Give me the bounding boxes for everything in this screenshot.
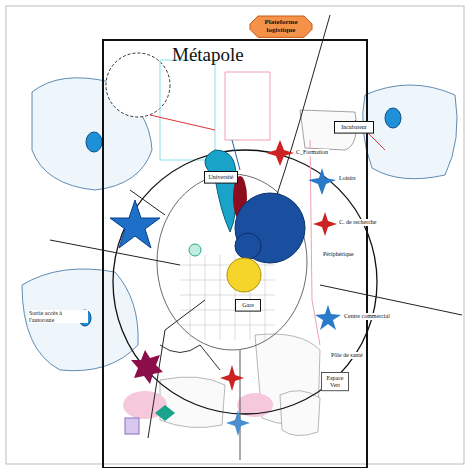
place-label: Pôle de santé	[330, 352, 364, 359]
frame	[6, 6, 464, 464]
label-box: Espace Vert	[321, 372, 349, 391]
zone	[280, 391, 320, 436]
node-text: Incubateur	[336, 124, 372, 131]
title: Métapole	[172, 44, 244, 66]
red-star	[266, 140, 294, 166]
place-label: Centre commercial	[343, 313, 391, 320]
red-star	[220, 365, 244, 391]
blue-circle	[235, 193, 305, 263]
district	[22, 269, 138, 371]
metapole-frame	[103, 40, 367, 468]
blue-star	[308, 168, 336, 195]
place-label: C_Formation	[295, 149, 329, 156]
blue-star	[226, 410, 250, 436]
label-box: Gare	[235, 299, 261, 312]
blue-star	[315, 305, 341, 330]
zone	[225, 72, 270, 140]
district-core	[385, 108, 401, 128]
label-box: Université	[204, 171, 238, 184]
zone	[160, 377, 225, 428]
red-star	[313, 212, 337, 236]
cyan-teardrop	[205, 150, 236, 232]
grid	[180, 255, 275, 340]
yellow-circle	[227, 258, 261, 292]
district	[363, 85, 457, 179]
teal-diamond	[155, 405, 175, 421]
burst	[131, 350, 163, 384]
octagon-node: Plateforme logistique	[250, 16, 312, 37]
node-text: Gare	[237, 302, 259, 309]
label-box: Incubateur	[334, 121, 374, 134]
place-label: Sortie accès à l'autoroute	[28, 310, 88, 323]
blue-star	[110, 200, 160, 248]
district-core	[86, 132, 102, 152]
ring	[113, 150, 377, 414]
place-label: Périphérique	[322, 251, 355, 258]
node-text: Plateforme logistique	[252, 19, 310, 34]
arrow-block	[125, 418, 139, 434]
node-text: Espace Vert	[323, 375, 347, 388]
place-label: C. de recherche	[338, 219, 377, 226]
roads	[50, 15, 462, 460]
zone	[160, 60, 215, 160]
node-text: Université	[206, 174, 236, 181]
blue-circle	[235, 233, 261, 259]
small-circle	[189, 244, 201, 256]
place-label: Loisirs	[338, 175, 357, 182]
